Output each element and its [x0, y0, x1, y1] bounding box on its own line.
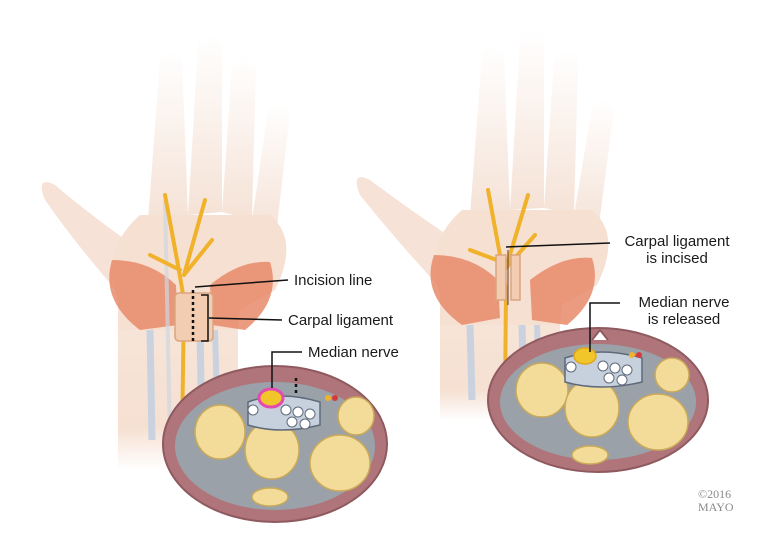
left-cross-section — [162, 351, 388, 523]
carpal-ligament-label: Carpal ligament — [288, 312, 394, 329]
carpal-ligament-incised-line2: is incised — [646, 250, 708, 267]
median-nerve-released-line1: Median nerve — [638, 294, 730, 311]
median-nerve-released-label: Median nerve is released — [624, 294, 744, 328]
copyright-year: ©2016 — [698, 487, 732, 501]
median-nerve-label: Median nerve — [308, 344, 399, 361]
copyright-owner: MAYO — [698, 500, 734, 514]
carpal-ligament-incised-label: Carpal ligament is incised — [612, 233, 742, 267]
incision-line-label: Incision line — [294, 272, 373, 289]
left-hand — [41, 35, 290, 470]
carpal-ligament-incised-line1: Carpal ligament — [624, 233, 730, 250]
right-hand — [356, 30, 614, 420]
copyright-mark: ©2016 MAYO — [698, 488, 734, 514]
median-nerve-released-line2: is released — [647, 311, 721, 328]
right-cross-section — [487, 302, 709, 473]
